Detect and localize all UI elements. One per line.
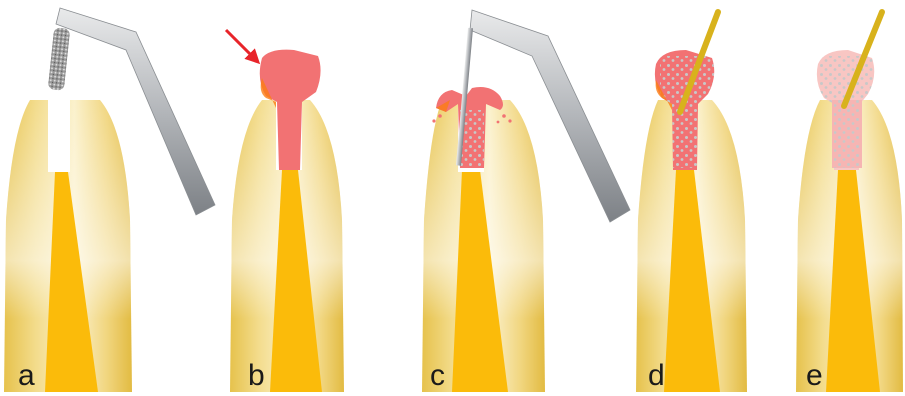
bur-head (48, 27, 70, 90)
panel-label-c: c (430, 359, 445, 392)
panel-a: a (4, 8, 215, 392)
panel-d: d (636, 12, 747, 392)
access-cavity-a (48, 100, 70, 172)
panel-label-e: e (806, 359, 823, 392)
panel-e: e (796, 12, 903, 392)
panel-label-d: d (648, 359, 665, 392)
panel-c: c (422, 10, 630, 392)
panel-b: b (226, 30, 344, 392)
panel-label-b: b (248, 359, 265, 392)
indicator-arrow (226, 30, 258, 62)
panel-label-a: a (18, 359, 35, 392)
